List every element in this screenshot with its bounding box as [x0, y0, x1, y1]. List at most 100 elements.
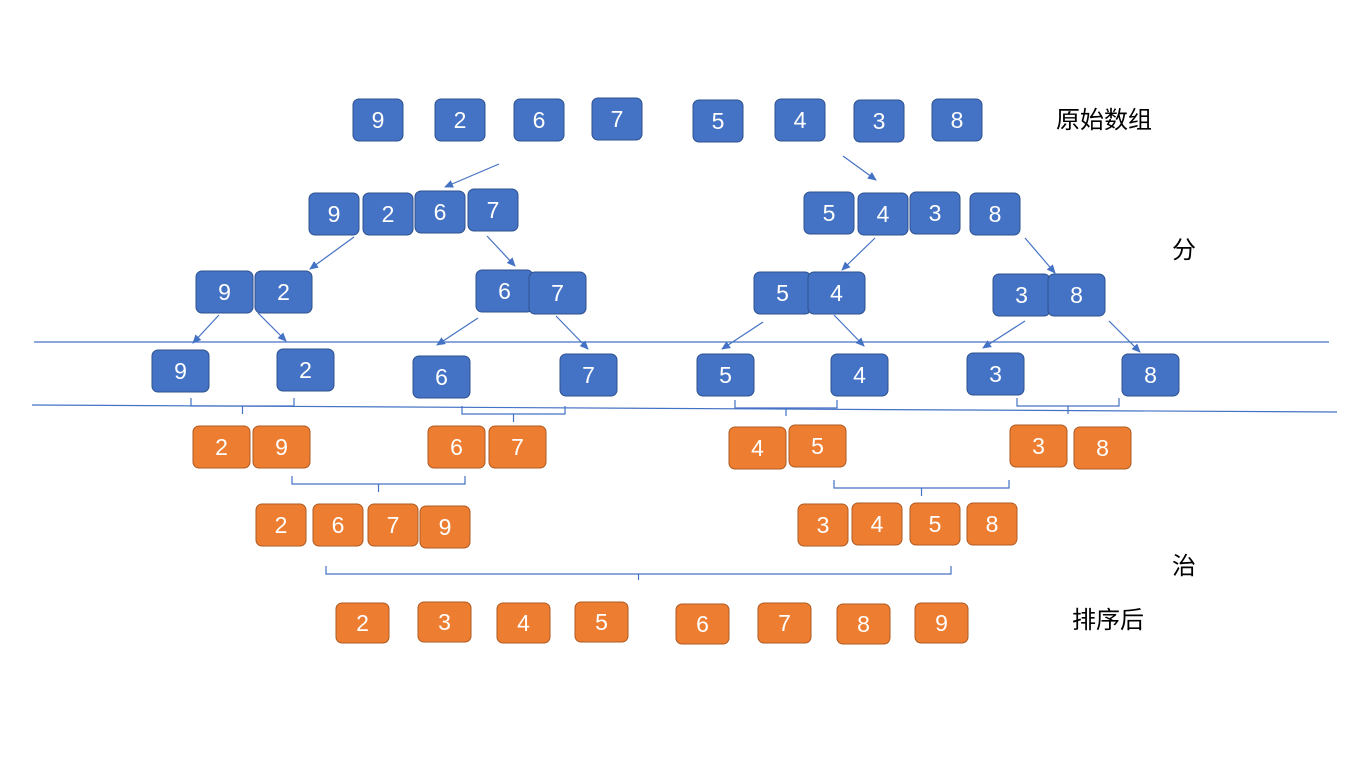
split-level-1-box-5-bg	[692, 99, 744, 143]
merge-level-1-box-6-value: 5	[811, 433, 824, 459]
merge-level-2-box-3: 7	[367, 503, 419, 547]
split-level-4-box-5: 5	[696, 353, 755, 397]
split-level-4-box-3-bg	[412, 355, 471, 399]
split-level-4-box-8-value: 8	[1144, 362, 1157, 388]
merge-level-2-box-1-value: 2	[275, 512, 288, 538]
merge-level-1-box-3-value: 6	[450, 434, 463, 460]
split-level-1-box-8-bg	[931, 98, 983, 142]
split-level-3-box-1: 9	[195, 270, 254, 314]
split-level-1-box-8: 8	[931, 98, 983, 142]
merge-level-2-box-7: 5	[909, 502, 961, 546]
split-level-1-box-6-bg	[774, 98, 826, 142]
split-level-1-box-1-value: 9	[372, 107, 385, 133]
merge-level-3-box-7-value: 8	[857, 611, 870, 637]
merge-level-3-box-6-bg	[757, 602, 812, 644]
split-level-2-box-4-value: 7	[487, 197, 500, 223]
split-level-1-box-7: 3	[853, 99, 905, 143]
merge-bracket-2	[461, 406, 566, 422]
merge-level-3-box-6: 7	[757, 602, 812, 644]
merge-level-2-box-8-bg	[966, 502, 1018, 546]
merge-level-3-box-7: 8	[836, 603, 891, 645]
merge-level-1-box-7-value: 3	[1032, 433, 1045, 459]
split-level-2-box-3: 6	[414, 190, 466, 234]
merge-level-2-box-2-value: 6	[332, 512, 345, 538]
split-level-2-box-8: 8	[969, 192, 1021, 236]
split-level-2-box-6-value: 4	[877, 201, 890, 227]
merge-level-1-box-1: 2	[192, 425, 251, 469]
merge-level-2-box-1: 2	[255, 503, 307, 547]
merge-level-1-box-5: 4	[728, 426, 787, 470]
merge-level-2-box-5-bg	[797, 503, 849, 547]
split-level-3-box-2-value: 2	[277, 279, 290, 305]
merge-level-3-box-1-value: 2	[356, 610, 369, 636]
merge-level-3-box-5: 6	[675, 603, 730, 645]
merge-level-1-box-6: 5	[788, 424, 847, 468]
merge-level-1-box-2-value: 9	[275, 434, 288, 460]
split-level-4-box-6: 4	[830, 353, 889, 397]
split-level-4-box-3-value: 6	[435, 364, 448, 390]
merge-level-3-box-4: 5	[574, 601, 629, 643]
merge-bracket-5	[291, 476, 466, 492]
split-arrow-13	[192, 314, 220, 344]
merge-level-1-box-4: 7	[488, 425, 547, 469]
split-level-4-box-1: 9	[151, 349, 210, 393]
merge-bracket-7	[325, 566, 952, 580]
merge-level-3-box-4-value: 5	[595, 609, 608, 635]
split-level-1-box-3: 6	[513, 98, 565, 142]
split-level-4-box-5-bg	[696, 353, 755, 397]
merge-level-1-box-3: 6	[427, 425, 486, 469]
split-level-2-box-7-bg	[909, 191, 961, 235]
split-arrow-11	[982, 320, 1026, 349]
split-level-2-box-5: 5	[803, 191, 855, 235]
split-arrow-14	[257, 312, 287, 342]
split-level-3-box-4: 7	[528, 271, 587, 315]
merge-level-2-box-5: 3	[797, 503, 849, 547]
split-level-2-box-5-value: 5	[823, 200, 836, 226]
split-arrow-4	[486, 235, 516, 267]
split-level-1-box-4-value: 7	[611, 106, 624, 132]
split-level-2-box-7-value: 3	[929, 200, 942, 226]
split-level-2-box-2-value: 2	[382, 201, 395, 227]
merge-level-1-box-4-value: 7	[511, 434, 524, 460]
split-level-2-box-1-value: 9	[328, 201, 341, 227]
merge-level-2-box-6-bg	[851, 502, 903, 546]
split-level-4-box-3: 6	[412, 355, 471, 399]
split-level-3-box-4-value: 7	[551, 280, 564, 306]
split-level-3-box-2: 2	[254, 270, 313, 314]
split-level-3-box-1-value: 9	[218, 279, 231, 305]
merge-level-1-box-7: 3	[1009, 424, 1068, 468]
split-level-2-box-8-bg	[969, 192, 1021, 236]
split-level-3-box-8-value: 8	[1070, 282, 1083, 308]
split-level-3-box-4-bg	[528, 271, 587, 315]
split-level-1-box-1-bg	[352, 98, 404, 142]
merge-level-1-box-4-bg	[488, 425, 547, 469]
split-level-3-box-6-value: 4	[830, 280, 843, 306]
merge-level-2-box-5-value: 3	[817, 512, 830, 538]
labels-layer: 原始数组 分 治 排序后	[1056, 106, 1196, 634]
merge-level-3-box-3-bg	[496, 602, 551, 644]
split-level-2-box-3-value: 6	[434, 199, 447, 225]
split-arrow-3	[309, 236, 355, 270]
split-level-2-box-6-bg	[857, 192, 909, 236]
merge-level-1-box-7-bg	[1009, 424, 1068, 468]
split-level-4-box-5-value: 5	[719, 362, 732, 388]
split-arrow-10	[833, 314, 865, 347]
split-level-4-box-2-bg	[276, 348, 335, 392]
merge-level-2-box-2-bg	[312, 503, 364, 547]
split-level-4-box-7-bg	[966, 352, 1025, 396]
label-divide: 分	[1172, 236, 1196, 264]
merge-level-3-box-1: 2	[335, 602, 390, 644]
merge-level-1-box-1-value: 2	[215, 434, 228, 460]
split-level-4-box-4: 7	[559, 353, 618, 397]
merge-level-3-box-5-bg	[675, 603, 730, 645]
split-level-3-box-3: 6	[475, 269, 534, 313]
merge-level-1-box-2-bg	[252, 425, 311, 469]
label-conquer: 治	[1172, 552, 1196, 580]
merge-level-3-box-8-value: 9	[935, 610, 948, 636]
split-level-3-box-8: 8	[1047, 273, 1106, 317]
split-level-3-box-7: 3	[992, 273, 1051, 317]
split-level-2-box-2: 2	[362, 192, 414, 236]
split-level-2-box-1-bg	[308, 192, 360, 236]
split-level-1-box-2: 2	[434, 98, 486, 142]
